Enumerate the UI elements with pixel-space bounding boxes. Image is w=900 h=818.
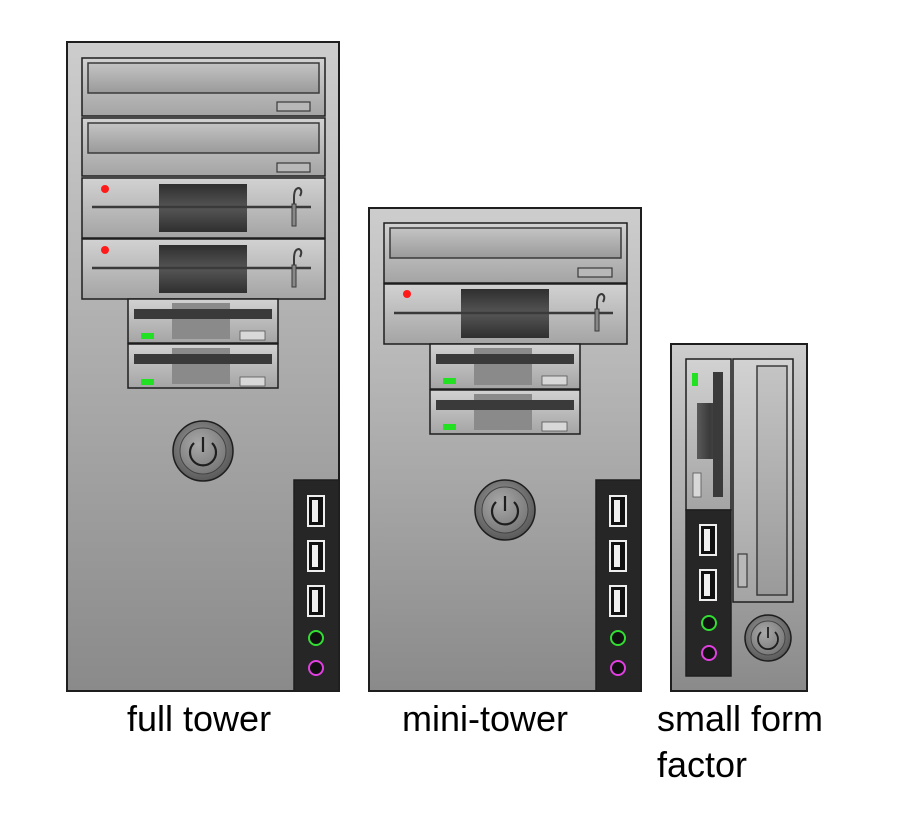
usb-port-icon[interactable] bbox=[609, 585, 627, 617]
front-port-panel bbox=[595, 479, 642, 692]
audio-jack-icon[interactable] bbox=[701, 645, 717, 661]
lever-icon[interactable] bbox=[293, 247, 303, 286]
floppy-slot bbox=[134, 309, 272, 319]
usb-port-icon[interactable] bbox=[699, 524, 717, 556]
eject-button[interactable] bbox=[692, 472, 702, 498]
led-icon bbox=[443, 378, 456, 384]
power-button-icon[interactable] bbox=[744, 614, 792, 662]
floppy-slot bbox=[134, 354, 272, 364]
led-icon bbox=[101, 246, 109, 254]
eject-button[interactable] bbox=[737, 553, 748, 588]
led-icon bbox=[141, 379, 154, 385]
removable-drive bbox=[383, 283, 628, 345]
led-icon bbox=[403, 290, 411, 298]
small-form-factor-label-line2: factor bbox=[657, 744, 748, 785]
eject-button[interactable] bbox=[239, 376, 266, 387]
audio-jack-icon[interactable] bbox=[308, 630, 324, 646]
full-tower-label: full tower bbox=[127, 698, 272, 739]
eject-button[interactable] bbox=[276, 162, 311, 173]
usb-port-icon[interactable] bbox=[307, 585, 325, 617]
led-icon bbox=[141, 333, 154, 339]
optical-drive-tray bbox=[87, 122, 320, 154]
audio-jack-icon[interactable] bbox=[308, 660, 324, 676]
floppy-slot bbox=[436, 400, 574, 410]
slim-optical-drive bbox=[732, 358, 794, 603]
card-reader bbox=[685, 358, 732, 511]
optical-drive-tray bbox=[389, 227, 622, 259]
optical-drive-tray bbox=[87, 62, 320, 94]
small-form-factor-label: small form factor bbox=[657, 696, 823, 788]
eject-button[interactable] bbox=[239, 330, 266, 341]
usb-port-icon[interactable] bbox=[609, 540, 627, 572]
full-tower bbox=[66, 41, 340, 692]
lever-icon[interactable] bbox=[596, 292, 606, 330]
eject-button[interactable] bbox=[541, 375, 568, 386]
floppy-drive bbox=[429, 389, 581, 435]
audio-jack-icon[interactable] bbox=[701, 615, 717, 631]
small-form-factor-label-line1: small form bbox=[657, 698, 824, 739]
audio-jack-icon[interactable] bbox=[610, 660, 626, 676]
floppy-slot bbox=[436, 354, 574, 364]
card-slot bbox=[713, 372, 723, 497]
eject-button[interactable] bbox=[577, 267, 613, 278]
removable-drive bbox=[81, 238, 326, 300]
front-port-panel bbox=[685, 509, 732, 677]
lever-icon[interactable] bbox=[293, 186, 303, 225]
usb-port-icon[interactable] bbox=[609, 495, 627, 527]
mini-tower bbox=[368, 207, 642, 692]
led-icon bbox=[692, 373, 698, 386]
usb-port-icon[interactable] bbox=[307, 540, 325, 572]
led-icon bbox=[443, 424, 456, 430]
optical-drive-tray bbox=[756, 365, 788, 596]
usb-port-icon[interactable] bbox=[307, 495, 325, 527]
removable-drive bbox=[81, 177, 326, 239]
optical-drive bbox=[383, 222, 628, 284]
audio-jack-icon[interactable] bbox=[610, 630, 626, 646]
optical-drive bbox=[81, 117, 326, 177]
mini-tower-label: mini-tower bbox=[402, 698, 569, 739]
floppy-drive bbox=[127, 343, 279, 389]
front-port-panel bbox=[293, 479, 340, 692]
eject-button[interactable] bbox=[276, 101, 311, 112]
small-form-factor bbox=[670, 343, 808, 692]
floppy-drive bbox=[127, 298, 279, 344]
led-icon bbox=[101, 185, 109, 193]
eject-button[interactable] bbox=[541, 421, 568, 432]
power-button-icon[interactable] bbox=[172, 420, 234, 482]
optical-drive bbox=[81, 57, 326, 117]
floppy-drive bbox=[429, 343, 581, 390]
power-button-icon[interactable] bbox=[474, 479, 536, 541]
usb-port-icon[interactable] bbox=[699, 569, 717, 601]
